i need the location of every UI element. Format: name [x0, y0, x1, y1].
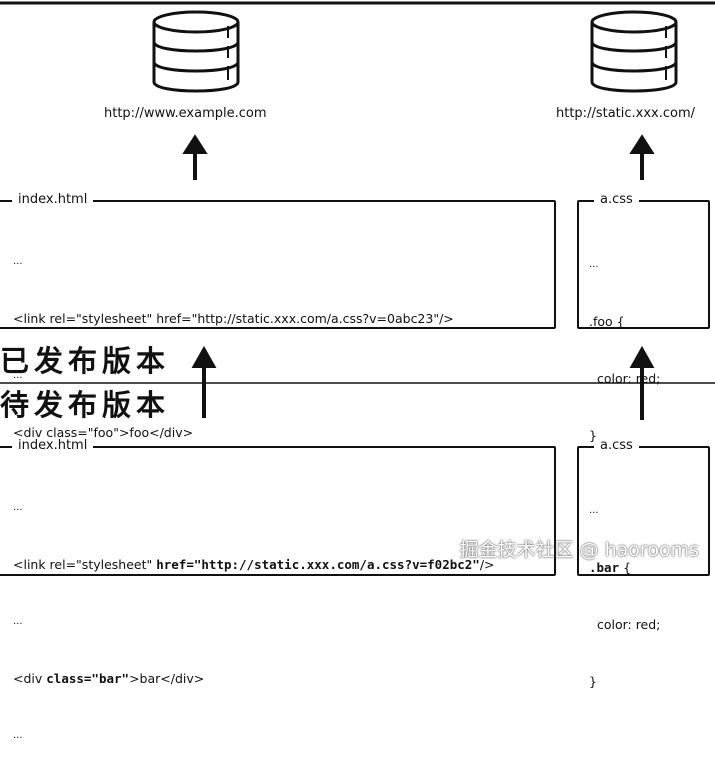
published-html-code: ... <link rel="stylesheet" href="http://…	[13, 214, 454, 518]
pending-css-title: a.css	[594, 439, 639, 453]
pending-html-box	[0, 446, 556, 576]
code-line: ...	[13, 370, 23, 381]
code-fragment: {	[619, 560, 632, 575]
code-line: color: red;	[589, 617, 661, 632]
code-line: }	[589, 428, 597, 443]
arrow-to-main-server	[182, 134, 208, 180]
code-line: ...	[13, 730, 23, 741]
database-icon	[590, 10, 678, 93]
code-fragment: >bar</div>	[129, 671, 205, 686]
code-highlight: class="bar"	[46, 671, 130, 686]
code-line: .bar {	[589, 558, 660, 577]
pending-css-box	[577, 446, 710, 576]
code-fragment: <link rel="stylesheet"	[13, 557, 157, 572]
published-css-title: a.css	[594, 193, 639, 207]
pending-version-label: 待发布版本	[0, 388, 171, 422]
pending-html-title: index.html	[12, 439, 94, 453]
code-line: }	[589, 674, 597, 689]
pending-html-code: ... <link rel="stylesheet" href="http://…	[13, 460, 495, 764]
published-version-label: 已发布版本	[0, 344, 171, 378]
main-server-label: http://www.example.com	[104, 106, 267, 121]
code-fragment: <div	[13, 671, 47, 686]
code-line: .foo {	[589, 314, 625, 329]
code-fragment: />	[479, 557, 495, 572]
code-line: ...	[13, 616, 23, 627]
code-line: ...	[589, 505, 599, 516]
code-highlight: href="http://static.xxx.com/a.css?v=f02b…	[156, 557, 480, 572]
database-icon	[152, 10, 240, 93]
code-line: <div class="bar">bar</div>	[13, 669, 495, 688]
code-line: <div class="foo">foo</div>	[13, 425, 194, 440]
code-line: ...	[13, 502, 23, 513]
published-css-box	[577, 200, 710, 329]
code-line: <link rel="stylesheet" href="http://stat…	[13, 311, 454, 326]
code-line: color: red;	[589, 371, 661, 386]
arrow-to-static-server	[629, 134, 655, 180]
watermark: 掘金技术社区 @ haorooms	[459, 539, 699, 561]
pending-css-code: ... .bar { color: red; }	[589, 463, 660, 710]
static-server-label: http://static.xxx.com/	[556, 106, 696, 121]
code-line: <link rel="stylesheet" href="http://stat…	[13, 555, 495, 574]
published-html-box	[0, 200, 556, 329]
arrow-css-upgrade	[629, 345, 655, 420]
code-highlight: .bar	[589, 560, 620, 575]
published-html-title: index.html	[12, 193, 94, 207]
code-line: ...	[589, 259, 599, 270]
code-line: ...	[13, 256, 23, 267]
diagram-canvas	[0, 1, 715, 420]
arrow-html-upgrade	[191, 345, 217, 418]
